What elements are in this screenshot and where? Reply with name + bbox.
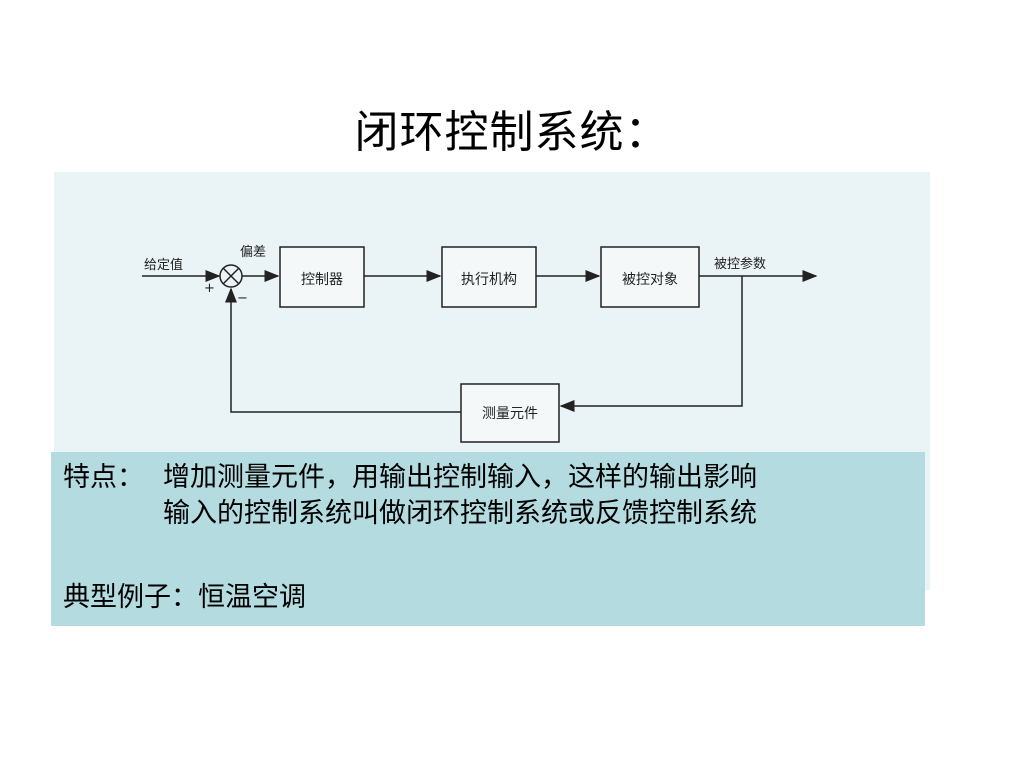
sensor-label: 测量元件 <box>482 406 538 422</box>
feature-text: 增加测量元件，用输出控制输入，这样的输出影响 输入的控制系统叫做闭环控制系统或反… <box>163 460 757 532</box>
feedback-line-left <box>225 287 461 413</box>
example-text: 恒温空调 <box>198 582 306 613</box>
actuator-label: 执行机构 <box>461 272 517 288</box>
feedback-line-right <box>559 276 743 412</box>
plus-sign: + <box>204 281 215 296</box>
input-label: 给定值 <box>144 257 183 273</box>
feature-line-2: 输入的控制系统叫做闭环控制系统或反馈控制系统 <box>163 498 757 529</box>
error-label: 偏差 <box>240 245 266 260</box>
minus-sign: − <box>237 291 248 306</box>
actuator-block <box>441 246 537 308</box>
controller-block <box>279 246 365 308</box>
feature-label: 特点： <box>63 462 144 493</box>
feature-note-box: 特点： 增加测量元件，用输出控制输入，这样的输出影响 输入的控制系统叫做闭环控制… <box>51 452 925 626</box>
example-label: 典型例子： <box>63 582 198 613</box>
sensor-block <box>460 383 560 443</box>
plant-label: 被控对象 <box>622 272 678 288</box>
controller-label: 控制器 <box>301 272 343 288</box>
output-label: 被控参数 <box>714 256 766 272</box>
summing-junction <box>219 264 243 288</box>
feature-row: 特点： 增加测量元件，用输出控制输入，这样的输出影响 输入的控制系统叫做闭环控制… <box>63 460 925 532</box>
plant-block <box>600 246 700 308</box>
example-row: 典型例子：恒温空调 <box>63 580 925 616</box>
block-diagram: 给定值 + − 偏差 控制器 执行机构 被控对象 被控参数 测量元件 <box>142 245 818 443</box>
slide-title: 闭环控制系统： <box>354 107 670 158</box>
feature-line-1: 增加测量元件，用输出控制输入，这样的输出影响 <box>163 462 757 493</box>
